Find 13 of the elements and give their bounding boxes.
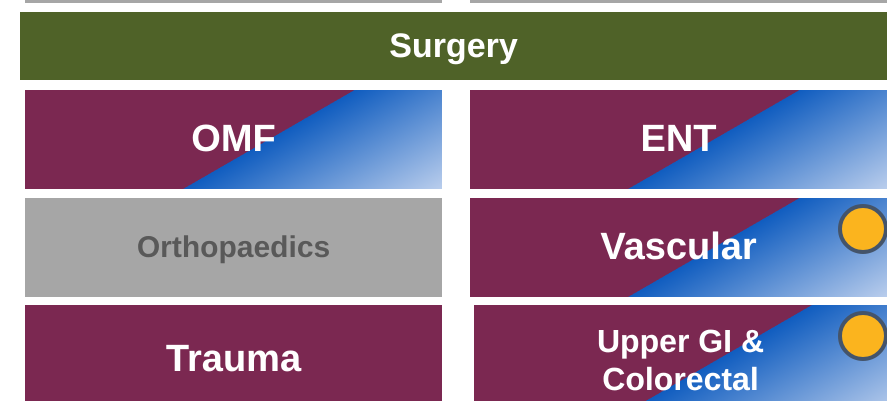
specialty-name: Trauma [166,337,302,382]
section-title: Surgery [389,26,518,66]
specialty-tile [25,90,442,189]
specialty-tile [474,305,887,401]
section-header [20,12,887,80]
specialty-tile [470,90,887,189]
specialty-name: OMF [191,116,276,162]
specialty-name: ENT [640,116,716,162]
specialty-tile [25,198,442,297]
specialty-tile [25,305,442,401]
specialty-name: Vascular [600,224,757,270]
specialty-tile [470,198,887,297]
specialty-name: Orthopaedics [136,230,330,266]
